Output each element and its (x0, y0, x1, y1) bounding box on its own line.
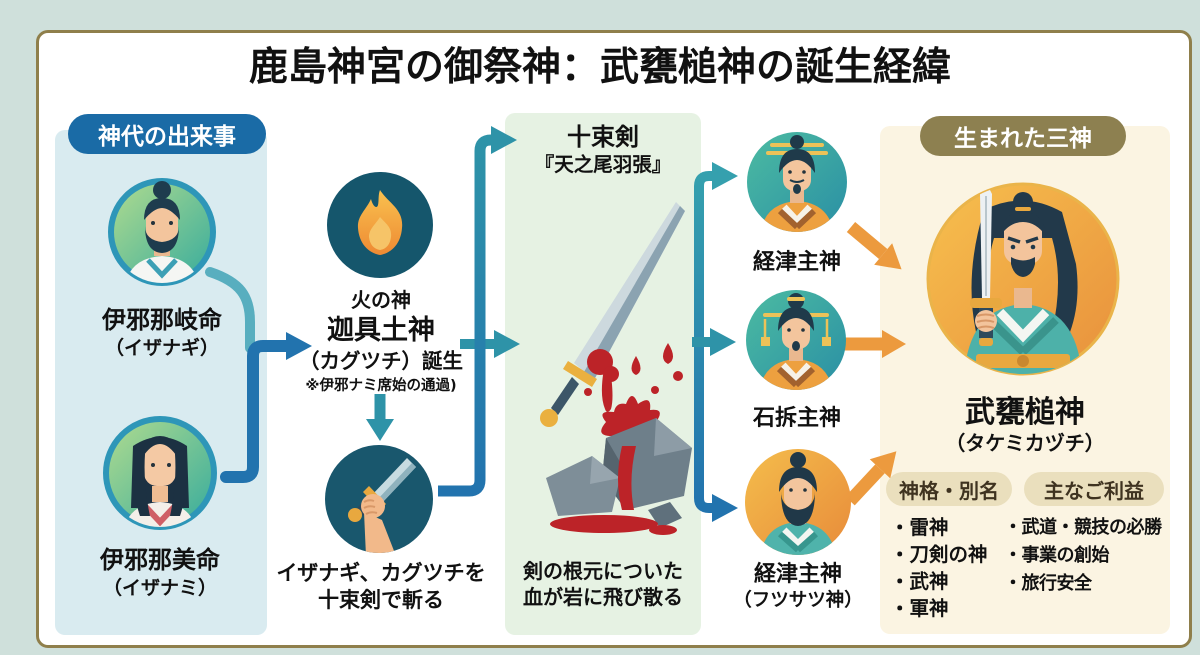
slash-line1: イザナギ、カグツチを (276, 561, 486, 585)
deity-reading: （イザナミ） (102, 576, 217, 599)
main-benefits-list: ・武道・競技の必勝 ・事業の創始 ・旅行安全 (1004, 514, 1172, 598)
list-item: ・刀剣の神 (890, 543, 988, 566)
deity-name: 伊邪那岐命 (102, 306, 222, 334)
main-benefits-badge: 主なご利益 (1024, 472, 1164, 506)
list-item: ・軍神 (890, 597, 949, 620)
list-item: ・旅行安全 (1004, 573, 1092, 594)
deity-reading: （フツサツ神） (733, 590, 863, 612)
divinity-aliases-badge: 神格・別名 (886, 472, 1012, 506)
iwasaku-label: 石拆主神 (752, 406, 841, 431)
kagutsuchi-note: ※伊邪ナミ席始の通過) (305, 378, 457, 395)
izanami-label: 伊邪那美命 （イザナミ） (60, 545, 260, 600)
futsunushi-label: 経津主神 (752, 250, 841, 275)
fire-icon (327, 172, 433, 278)
list-item: ・事業の創始 (1004, 545, 1110, 566)
futsunushi2-avatar (745, 449, 851, 555)
sword-alt-name: 『天之尾羽張』 (534, 152, 672, 176)
bloody-sword-rock-illustration (540, 202, 692, 535)
blood-pool (550, 446, 677, 535)
sword-name: 十束剣 (567, 123, 639, 151)
caption-line2: 血が岩に飛び散る (523, 584, 683, 609)
slash-line2: 十束剣で斬る (318, 587, 444, 612)
kagutsuchi-reading: （カグツチ）誕生 (299, 349, 463, 374)
slash-caption: イザナギ、カグツチを 十束剣で斬る (268, 560, 494, 614)
takemikazuchi-avatar (926, 182, 1120, 376)
sword-slash-icon (325, 445, 433, 553)
list-item: ・武神 (890, 570, 949, 593)
deity-name: 経津主神 (753, 562, 842, 587)
takemikazuchi-reading: （タケミカヅチ） (945, 431, 1105, 455)
izanagi-label: 伊邪那岐命 （イザナギ） (62, 305, 262, 360)
list-item: ・雷神 (890, 516, 949, 539)
iwasaku-avatar (746, 290, 846, 390)
sword-panel-caption: 剣の根元についた 血が岩に飛び散る (503, 559, 703, 610)
fire-god-line: 火の神 (351, 288, 411, 312)
takemikazuchi-name: 武甕槌神 (965, 395, 1085, 430)
page-title: 鹿島神宮の御祭神：武甕槌神の誕生経緯 (248, 45, 951, 90)
totsuka-sword-title: 十束剣 『天之尾羽張』 (505, 122, 701, 178)
izanami-avatar (103, 416, 217, 530)
izanagi-avatar (108, 178, 216, 286)
kagutsuchi-name: 迦具土神 (327, 314, 435, 346)
born-three-gods-badge: 生まれた三神 (920, 116, 1126, 156)
futsunushi-avatar (747, 132, 847, 232)
divinity-aliases-list: ・雷神 ・刀剣の神 ・武神 ・軍神 (890, 514, 1010, 622)
list-item: ・武道・競技の必勝 (1004, 517, 1162, 538)
age-of-gods-badge: 神代の出来事 (68, 114, 266, 154)
futsunushi2-label: 経津主神 （フツサツ神） (706, 561, 890, 613)
caption-line1: 剣の根元についた (523, 559, 683, 583)
kagutsuchi-text: 火の神 迦具土神 （カグツチ）誕生 ※伊邪ナミ席始の通過) (283, 288, 479, 396)
deity-reading: （イザナギ） (104, 336, 219, 359)
deity-name: 伊邪那美命 (100, 546, 220, 574)
